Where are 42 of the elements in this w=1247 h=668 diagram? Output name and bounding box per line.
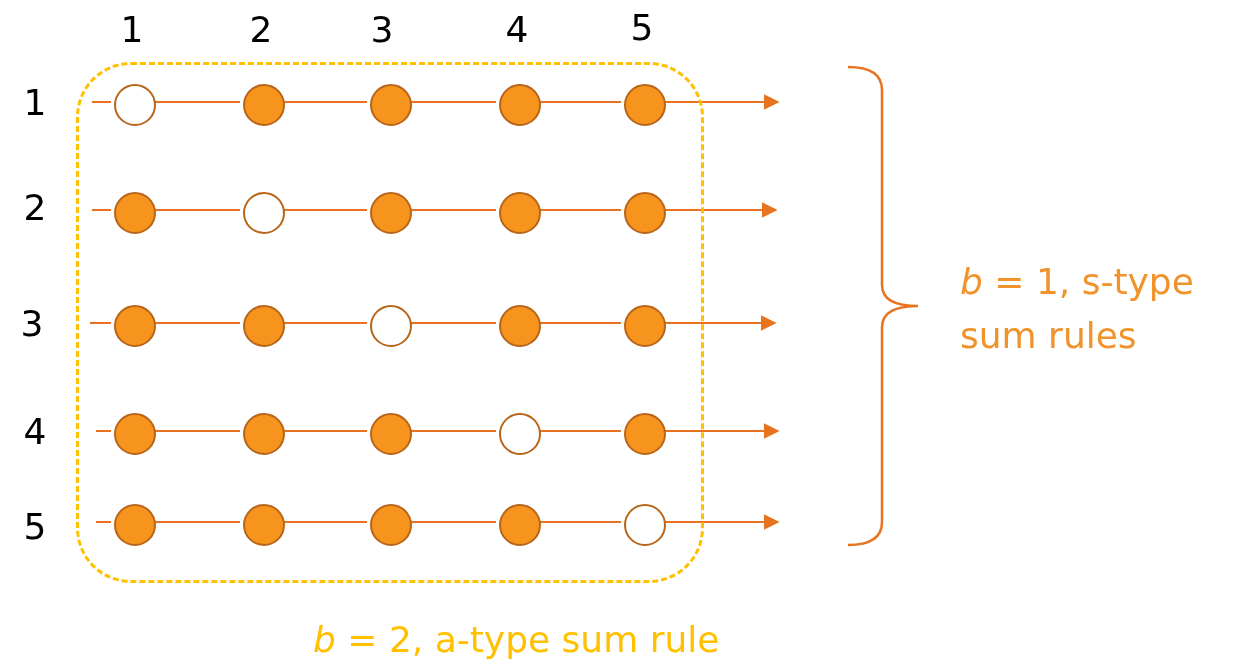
filled-circle bbox=[499, 84, 541, 126]
connector-line bbox=[95, 430, 112, 432]
row-number: 4 bbox=[23, 414, 47, 450]
filled-circle bbox=[114, 192, 156, 234]
connector-line bbox=[89, 322, 112, 324]
filled-circle bbox=[499, 305, 541, 347]
filled-circle bbox=[243, 84, 285, 126]
row-number: 2 bbox=[23, 190, 47, 226]
column-number: 1 bbox=[120, 12, 144, 48]
column-number: 5 bbox=[630, 10, 654, 46]
row-number: 3 bbox=[20, 306, 44, 342]
filled-circle bbox=[370, 504, 412, 546]
connector-line bbox=[91, 101, 112, 103]
connector-line bbox=[95, 521, 112, 523]
filled-circle bbox=[624, 84, 666, 126]
open-circle bbox=[624, 504, 666, 546]
filled-circle bbox=[624, 413, 666, 455]
frame-caption: b = 2, a-type sum rule bbox=[313, 620, 720, 660]
brace-label: b = 1, s-type sum rules bbox=[960, 260, 1195, 358]
filled-circle bbox=[243, 305, 285, 347]
filled-circle bbox=[114, 413, 156, 455]
filled-circle bbox=[370, 84, 412, 126]
row-number: 5 bbox=[23, 509, 47, 545]
row-number: 1 bbox=[23, 85, 47, 121]
filled-circle bbox=[624, 192, 666, 234]
filled-circle bbox=[370, 413, 412, 455]
filled-circle bbox=[243, 413, 285, 455]
open-circle bbox=[499, 413, 541, 455]
open-circle bbox=[370, 305, 412, 347]
open-circle bbox=[243, 192, 285, 234]
column-number: 4 bbox=[505, 12, 529, 48]
filled-circle bbox=[370, 192, 412, 234]
filled-circle bbox=[243, 504, 285, 546]
filled-circle bbox=[114, 504, 156, 546]
column-number: 3 bbox=[370, 12, 394, 48]
connector-line bbox=[91, 209, 112, 211]
open-circle bbox=[114, 84, 156, 126]
filled-circle bbox=[624, 305, 666, 347]
column-number: 2 bbox=[249, 12, 273, 48]
filled-circle bbox=[499, 192, 541, 234]
filled-circle bbox=[499, 504, 541, 546]
filled-circle bbox=[114, 305, 156, 347]
